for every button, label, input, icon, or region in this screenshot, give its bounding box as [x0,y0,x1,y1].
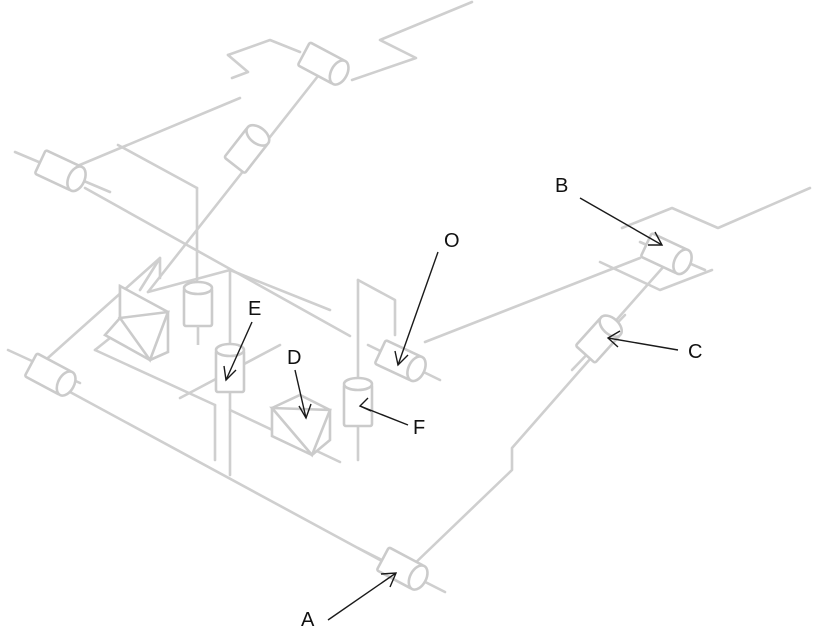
right-upper-bracket [620,186,812,230]
arrow-O-shaft [397,251,439,366]
upper-arm-link [116,143,199,190]
inner-box-top [146,268,332,312]
label-D: D [287,347,301,369]
joint-left-lower [24,352,77,397]
label-C: C [688,341,702,363]
joint-E-top [214,342,246,358]
arrow-A-shaft [327,572,397,621]
arrow-D-head [298,403,312,420]
left-upper-link [38,256,162,367]
arrow-B [579,197,664,246]
top-right-bracket [350,0,474,82]
joint-vertical-upper-top [182,280,214,296]
joint-C [575,314,624,364]
label-E: E [248,298,261,320]
arrow-E-head [223,365,237,382]
joint-A [376,546,429,591]
joint-vertical-upper [182,280,214,345]
joint-A-face [407,564,429,591]
label-O: O [444,230,460,252]
left-lower-arm [68,390,382,562]
arrow-E-shaft [225,321,253,381]
label-A: A [301,609,315,631]
left-top-diagonal [83,186,352,338]
joint-C-face [598,314,624,338]
arrow-F-head [358,397,372,412]
joint-upper-mid [223,123,271,174]
arrow-B-head [648,231,664,246]
joint-F-top [342,376,374,392]
joint-left-lower-face [55,370,77,397]
bracket-center [356,278,397,337]
upper-arm-long [61,96,242,174]
arm-O [423,256,642,344]
arrow-A [327,572,398,621]
upper-diagonal [146,74,320,294]
right-bracket-lower [598,260,714,292]
joint-top [297,41,350,86]
joint-left-top [34,149,87,193]
joint-top-face [328,59,350,86]
joint-E [214,342,246,394]
arrow-O-head [394,350,409,367]
link-C-A [408,348,600,570]
inner-box-bottom [93,348,217,407]
joint-B-face [672,248,693,276]
arrow-D [294,369,312,420]
arrow-D-shaft [294,369,307,419]
arrow-C-shaft [607,337,679,351]
link-B-C [610,263,667,327]
joint-O-face [406,355,427,383]
top-bracket [226,38,302,57]
arrow-C-head [606,330,621,348]
label-F: F [413,417,425,439]
wedge-left-face [117,310,170,363]
joint-F [342,376,374,428]
joint-B [640,232,693,276]
label-B: B [555,175,568,197]
arrow-B-shaft [579,197,663,246]
arrow-C [606,330,679,351]
arrow-F [358,397,409,426]
joint-O [374,339,427,383]
wedge-D [269,393,332,458]
joint-upper-mid-face [245,123,271,147]
top-bracket-stub [226,53,250,80]
joint-left-top-face [66,165,87,193]
arrow-A-head [380,572,398,588]
wedge-left [102,283,170,363]
arrow-O [394,251,439,367]
arrow-E [223,321,253,382]
